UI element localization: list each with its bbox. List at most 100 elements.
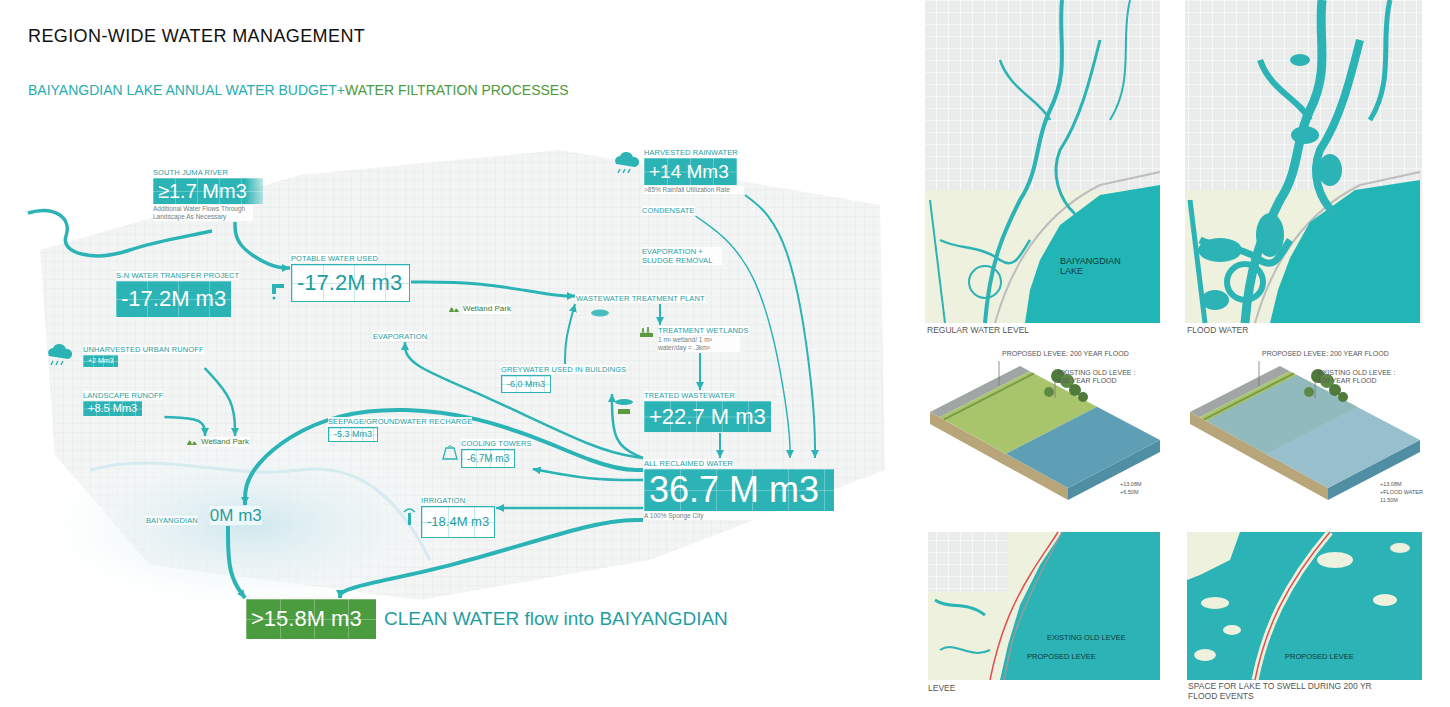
- heading-text: LANDSCAPE RUNOFF: [83, 391, 163, 400]
- value-box: UNHARVESTED URBAN RUNOFF+2 Mm3: [82, 344, 205, 368]
- map-swell: [1187, 532, 1422, 680]
- map-flood: [1190, 0, 1420, 323]
- aerial-city: [20, 430, 480, 620]
- subtitle: BAIYANGDIAN LAKE ANNUAL WATER BUDGET+: [28, 82, 345, 98]
- wetland-icon: [187, 441, 197, 446]
- park-label: Wetland Park: [200, 436, 250, 448]
- map-flood: [1185, 0, 1422, 190]
- flow-arrow: [411, 282, 575, 296]
- map-levee: [935, 600, 985, 615]
- aerial-city: [20, 150, 885, 620]
- map-swell: [1317, 552, 1353, 568]
- rain-icon: [618, 169, 630, 173]
- heading-text: TREATMENT WETLANDS: [658, 326, 749, 335]
- heading-text: SEEPAGE/GROUNDWATER RECHARGE: [328, 417, 472, 426]
- process-label: CONDENSATE: [641, 205, 696, 216]
- heading-text: EVAPORATION + SLUDGE REMOVAL: [642, 247, 722, 265]
- value-text: +22.7 M m3: [644, 401, 771, 432]
- plant-icon: [591, 310, 609, 317]
- rain-icon: [51, 361, 63, 365]
- callout-label: EXISTING OLD LEVEE : 100 YEAR FLOOD: [1058, 369, 1136, 385]
- faucet-icon: [272, 284, 284, 300]
- map-regular: [925, 0, 1160, 323]
- map-flood: [1291, 126, 1319, 144]
- value-box: GREYWATER USED IN BUILDINGS-6.0 Mm3: [500, 364, 627, 394]
- sprinkler-icon: [404, 509, 415, 525]
- value-box: SEEPAGE/GROUNDWATER RECHARGE-5.3 Mm3: [327, 416, 473, 443]
- map-regular: [925, 0, 1160, 190]
- flow-arrow: [405, 342, 643, 458]
- heading-text: POTABLE WATER USED: [291, 254, 378, 263]
- process-label: WASTEWATER TREATMENT PLANT: [575, 293, 706, 304]
- map-regular: [969, 266, 1001, 298]
- value-text: -6.0 Mm3: [501, 375, 551, 393]
- map-regular: [995, 172, 1160, 323]
- levee-model-flood: [1204, 373, 1294, 419]
- flow-arrow: [245, 410, 643, 505]
- park-label: Wetland Park: [462, 303, 512, 315]
- wetland-icon: [642, 327, 649, 333]
- map-flood: [1370, 0, 1390, 120]
- map-flood: [1185, 0, 1422, 323]
- wetland-icon: [449, 308, 459, 313]
- wetland-icon: [449, 308, 459, 313]
- lake-balance: BAIYANGDIAN0M m3: [145, 505, 263, 526]
- map-flood: [1198, 238, 1242, 262]
- value-box: POTABLE WATER USED-17.2M m3: [290, 253, 411, 303]
- value-text: ≥1.7 Mm3: [153, 178, 263, 204]
- value-text: 36.7 M m3: [644, 469, 834, 511]
- map-swell: [1390, 543, 1410, 553]
- map-levee: [928, 532, 1008, 592]
- heading-text: ALL RECLAIMED WATER: [644, 459, 733, 468]
- treatment-icon: [615, 399, 633, 414]
- value-text: -17.2M m3: [116, 281, 231, 317]
- label-text: CLEAN WATER flow into BAIYANGDIAN: [384, 608, 728, 630]
- label-text: Wetland Park: [201, 437, 249, 447]
- wetland-icon: [187, 441, 197, 446]
- cooling-icon: [443, 446, 457, 460]
- note-text: 1 m² wetland/ 1 m³ water/day = .3km²: [658, 336, 740, 352]
- note-text: A 100% Sponge City: [644, 512, 794, 520]
- treatment-icon: [615, 399, 633, 405]
- flow-arrow: [228, 526, 245, 598]
- cooling-icon: [443, 448, 457, 459]
- faucet-icon: [273, 297, 276, 300]
- levee-model: [1006, 407, 1160, 488]
- map-flood: [1185, 0, 1422, 190]
- map-swell: [1194, 649, 1216, 661]
- levee-model-flood: [1338, 392, 1348, 402]
- elevation-label: +13.08M: [1120, 481, 1142, 487]
- rain-icon: [615, 152, 639, 167]
- flow-arrow: [164, 417, 205, 436]
- value-text: -6.7M m3: [461, 449, 515, 468]
- map-regular: [1000, 60, 1050, 120]
- map-swell: [1187, 532, 1240, 580]
- plant-icon: [591, 310, 609, 317]
- callout-label: EXISTING OLD LEVEE : 100 YEAR FLOOD: [1318, 369, 1396, 385]
- flow-arrow: [612, 394, 643, 458]
- heading-text: SOUTH JUMA RIVER: [153, 168, 228, 177]
- flow-arrow: [719, 433, 721, 458]
- map-flood: [1245, 0, 1322, 323]
- map-flood: [1270, 180, 1420, 323]
- heading-text: UNHARVESTED URBAN RUNOFF: [83, 345, 204, 354]
- sprinkler-icon: [408, 513, 411, 525]
- elevation-label: +FLOOD WATER: [1380, 489, 1423, 495]
- value-box: COOLING TOWERS-6.7M m3: [460, 438, 533, 469]
- map-swell: [1373, 594, 1397, 606]
- levee-model: [944, 373, 1034, 419]
- heading-text: CONDENSATE: [642, 206, 695, 215]
- map-flood: [1227, 264, 1263, 300]
- rain-icon: [48, 344, 72, 359]
- heading-text: S-N WATER TRANSFER PROJECT: [116, 271, 239, 280]
- sprinkler-icon: [404, 509, 415, 512]
- map-flood: [1201, 290, 1229, 310]
- aerial-city: [90, 463, 430, 560]
- flow-arrow: [235, 222, 290, 268]
- map-levee: [928, 532, 1008, 592]
- flow-arrow: [205, 368, 235, 436]
- process-label: TREATMENT WETLANDS1 m² wetland/ 1 m³ wat…: [657, 325, 750, 353]
- elevation-label: +13.08M: [1380, 481, 1402, 487]
- map-levee: [940, 647, 990, 653]
